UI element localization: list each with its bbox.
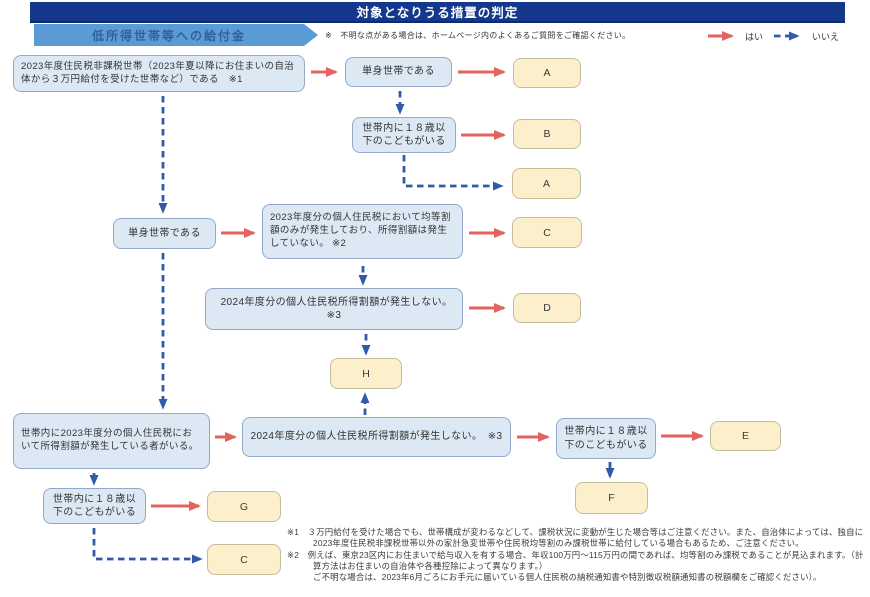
banner-label: 低所得世帯等への給付金 xyxy=(91,28,246,43)
result-box-b: B xyxy=(513,119,581,149)
result-box-f: F xyxy=(575,482,648,514)
question-box-no-income-levy-2024-b: 2024年度分の個人住民税所得割額が発生しない。 ※3 xyxy=(242,417,511,457)
question-box-child-under18-right: 世帯内に１８歳以下のこどもがいる xyxy=(556,418,656,459)
question-box-per-capita-levy-only: 2023年度分の個人住民税において均等割額のみが発生しており、所得割額は発生して… xyxy=(262,204,463,259)
question-box-no-income-levy-2024-a: 2024年度分の個人住民税所得割額が発生しない。 ※3 xyxy=(205,288,463,330)
question-box-single-household-mid: 単身世帯である xyxy=(113,218,216,249)
result-box-d: D xyxy=(513,293,581,323)
header-bar: 対象となりうる措置の判定 xyxy=(30,2,845,23)
legend-no-label: いいえ xyxy=(812,32,840,42)
question-box-single-household-top: 単身世帯である xyxy=(345,57,452,87)
result-box-g: G xyxy=(207,491,281,522)
result-box-e: E xyxy=(710,421,781,451)
result-box-h: H xyxy=(330,358,402,389)
result-box-a2: A xyxy=(512,168,581,199)
arrow-no-q10-c xyxy=(92,528,203,564)
question-box-nontaxable-2023: 2023年度住民税非課税世帯（2023年夏以降にお住まいの自治体から３万円給付を… xyxy=(13,55,305,92)
result-box-c1: C xyxy=(512,217,582,248)
question-box-child-under18-top: 世帯内に１８歳以下のこどもがいる xyxy=(352,117,456,153)
arrow-no-q3-a xyxy=(402,155,504,191)
question-box-child-under18-bottom: 世帯内に１８歳以下のこどもがいる xyxy=(43,488,146,524)
footnote-1: ※1 ３万円給付を受けた場合でも、世帯構成が変わるなどして、課税状況に変動が生じ… xyxy=(287,527,864,549)
result-box-a1: A xyxy=(513,58,581,88)
page-title: 対象となりうる措置の判定 xyxy=(356,6,519,20)
question-box-income-levy-member-2023: 世帯内に2023年度分の個人住民税において所得割額が発生している者がいる。 xyxy=(13,413,210,469)
legend-yes-label: はい xyxy=(745,32,764,42)
footnotes: ※1 ３万円給付を受けた場合でも、世帯構成が変わるなどして、課税状況に変動が生じ… xyxy=(287,527,865,583)
footnote-2: ※2 例えば、東京23区内にお住まいで給与収入を有する場合、年収100万円～11… xyxy=(287,549,864,571)
banner-ribbon: 低所得世帯等への給付金 xyxy=(34,24,318,46)
no-arrows-group xyxy=(89,31,800,564)
footnote-2-continued: ご不明な場合は、2023年6月ごろにお手元に届いている個人住民税の納税通知書や特… xyxy=(313,572,822,582)
yes-arrows-group xyxy=(151,31,734,511)
result-box-c2: C xyxy=(207,544,281,575)
top-note: ※ 不明な点がある場合は、ホームページ内のよくあるご質問をご確認ください。 xyxy=(325,31,631,40)
